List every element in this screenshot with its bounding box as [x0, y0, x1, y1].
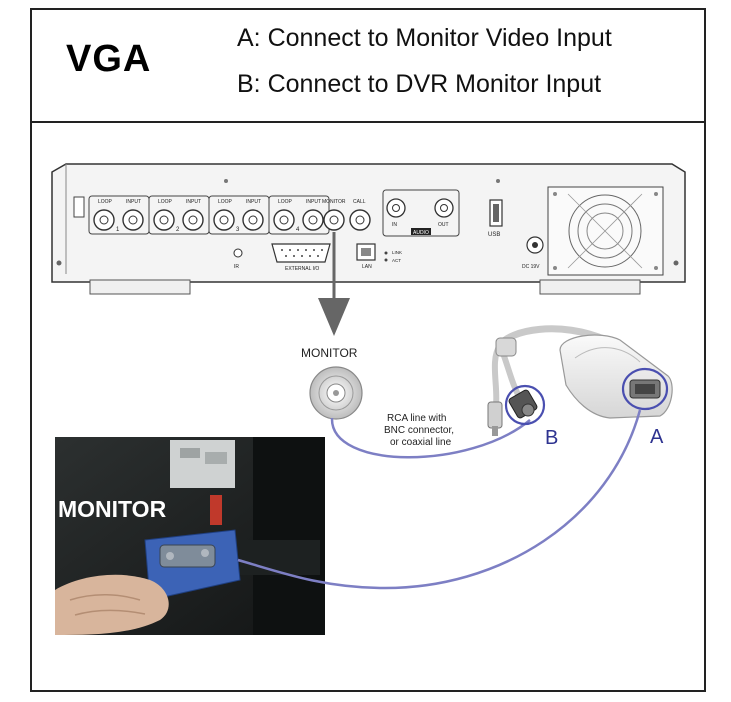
port-number-4: 4 [296, 227, 300, 233]
fan-grille [547, 186, 664, 276]
call-port-label: CALL [353, 199, 366, 205]
page-title: VGA [66, 38, 152, 80]
usb-label: USB [488, 232, 500, 238]
port-number-1: 1 [116, 227, 120, 233]
audio-in-jack [386, 198, 406, 218]
ir-sensor [233, 248, 243, 258]
port-label-input-4: INPUT [306, 199, 321, 205]
point-b-label: B [545, 427, 558, 449]
rca-plug [487, 401, 503, 429]
link-label: LINK [392, 250, 402, 255]
audio-out-label: OUT [438, 222, 449, 228]
header-divider [30, 121, 706, 123]
audio-label: AUDIO [413, 230, 429, 236]
vga-cable [237, 409, 642, 590]
instruction-a: A: Connect to Monitor Video Input [237, 24, 612, 52]
photo-monitor-label: MONITOR [58, 496, 167, 522]
monitor-port-label: MONITOR [322, 199, 346, 205]
port-number-3: 3 [236, 227, 240, 233]
lan-label: LAN [362, 264, 372, 270]
external-io-label: EXTERNAL I/O [285, 266, 319, 272]
callout-ring-b [504, 384, 546, 426]
monitor-bnc-connector [309, 366, 363, 420]
callout-ring-a [621, 367, 669, 411]
dvr-foot-right [539, 279, 641, 295]
port-label-input-3: INPUT [246, 199, 261, 205]
monitor-port [323, 209, 345, 231]
dvr-foot-left [89, 279, 191, 295]
port-label-input-1: INPUT [126, 199, 141, 205]
rca-label-line-3: or coaxial line [390, 437, 452, 448]
port-label-input-2: INPUT [186, 199, 201, 205]
figure-frame [30, 8, 706, 692]
bnc-plug [508, 389, 538, 419]
vga-adapter-cable [487, 325, 610, 436]
vga-adapter-box [559, 334, 673, 419]
rca-cable [330, 417, 531, 459]
monitor-connector-label: MONITOR [301, 346, 358, 360]
act-label: ACT [392, 258, 401, 263]
port-label-loop-1: LOOP [98, 199, 113, 205]
dip-switch [73, 196, 85, 218]
monitor-arrow [318, 232, 350, 336]
monitor-photo: MONITOR [55, 437, 325, 635]
port-label-loop-2: LOOP [158, 199, 173, 205]
bnc-ports-row [93, 209, 371, 231]
audio-block [382, 189, 460, 237]
point-a-label: A [650, 426, 664, 448]
port-number-2: 2 [176, 227, 180, 233]
rca-label-line-1: RCA line with [387, 413, 446, 424]
dc-label: DC 19V [522, 264, 540, 270]
call-port [349, 209, 371, 231]
port-label-loop-4: LOOP [278, 199, 293, 205]
ir-label: IR [234, 264, 239, 270]
rca-label-line-2: BNC connector, [384, 425, 454, 436]
instruction-b: B: Connect to DVR Monitor Input [237, 70, 602, 98]
port-label-loop-3: LOOP [218, 199, 233, 205]
external-io-port [271, 243, 331, 263]
dvr-back-panel: LOOP INPUT 1 LOOP INPUT 2 LOOP INPUT 3 L… [51, 163, 686, 295]
audio-in-label: IN [392, 222, 397, 228]
audio-out-jack [434, 198, 454, 218]
